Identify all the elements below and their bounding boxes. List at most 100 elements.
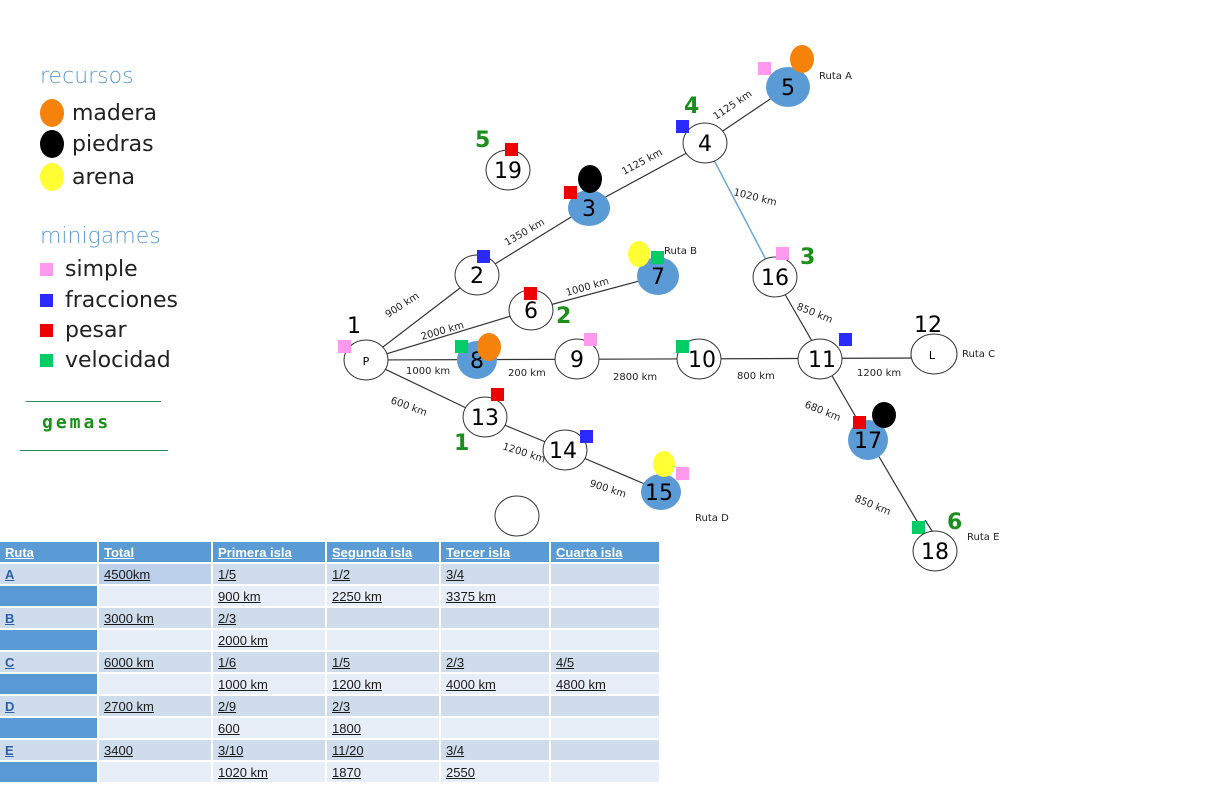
- header-ruta: Ruta: [0, 542, 99, 563]
- node-19[interactable]: 19: [485, 149, 531, 191]
- simple-icon: [776, 247, 789, 260]
- arena-dot-icon: [40, 163, 64, 191]
- table-cell: 1870: [326, 760, 441, 782]
- node-label: 5: [781, 76, 795, 101]
- velocidad-square-icon: [40, 353, 53, 367]
- legend-label: simple: [65, 256, 138, 282]
- pesar-icon: [564, 186, 577, 199]
- route-label-b: Ruta B: [664, 246, 697, 257]
- header-primera-isla: Primera isla: [212, 542, 327, 563]
- nodes: P 1 2 3 4 5 6 7 8: [343, 67, 958, 537]
- table-row: 900 km 2250 km 3375 km: [0, 584, 661, 607]
- gem-number: 3: [800, 245, 815, 270]
- edge-label: 850 km: [853, 494, 892, 518]
- node-label: 7: [651, 265, 665, 290]
- table-cell: [440, 628, 551, 651]
- table-cell: [98, 716, 213, 739]
- legend-label: velocidad: [65, 347, 171, 373]
- node-label: 16: [761, 266, 789, 291]
- table-row: 600 1800: [0, 716, 661, 739]
- node-13[interactable]: 13: [462, 396, 508, 438]
- node-7[interactable]: 7: [637, 257, 679, 295]
- table-cell: [0, 584, 99, 607]
- node-9[interactable]: 9: [554, 338, 600, 380]
- node-3[interactable]: 3: [568, 190, 610, 226]
- table-cell: [550, 584, 661, 607]
- node-label: 18: [921, 540, 949, 565]
- node-16[interactable]: 16: [752, 256, 798, 298]
- edge-label: 1200 km: [857, 368, 901, 379]
- table-cell: 1/5: [326, 650, 441, 673]
- node-18[interactable]: 18: [900, 520, 980, 580]
- fracciones-square-icon: [40, 293, 53, 307]
- edge-label: 1125 km: [620, 147, 664, 177]
- table-cell: [550, 760, 661, 782]
- arena-icon: [628, 241, 650, 267]
- legend-item-pesar: pesar: [40, 315, 127, 345]
- gem-numbers: 1 2 3 4 5 6: [454, 94, 962, 535]
- edge-p-l: [365, 357, 935, 361]
- pesar-square-icon: [40, 323, 53, 337]
- piedras-icon: [578, 165, 602, 193]
- simple-icon: [338, 340, 351, 353]
- edge-4-16: [704, 142, 776, 278]
- edge-label: 2800 km: [613, 372, 657, 383]
- node-11[interactable]: 11: [797, 338, 843, 380]
- route-labels: Ruta A Ruta B Ruta C Ruta D Ruta E: [664, 71, 999, 540]
- node-2[interactable]: 2: [454, 254, 500, 296]
- node-15[interactable]: 15: [641, 474, 681, 510]
- table-row: D 2700 km 2/9 2/3: [0, 694, 661, 717]
- fracciones-icon: [580, 430, 593, 443]
- gem-number: 5: [475, 128, 490, 153]
- simple-icon: [676, 467, 689, 480]
- legend-item-arena: arena: [40, 162, 135, 192]
- edge-label: 1200 km: [501, 441, 546, 465]
- node-14[interactable]: 14: [542, 429, 588, 471]
- node-10[interactable]: 10: [676, 338, 722, 380]
- node-label: 11: [808, 348, 836, 373]
- edge-label: 900 km: [588, 478, 627, 500]
- table-cell: [440, 716, 551, 739]
- simple-icon: [758, 62, 771, 75]
- gem-number: 2: [556, 304, 571, 329]
- legend-item-velocidad: velocidad: [40, 345, 171, 375]
- node-blank[interactable]: [494, 495, 540, 537]
- table-cell: 2/9: [212, 694, 327, 717]
- madera-dot-icon: [40, 99, 64, 127]
- table-cell: [550, 628, 661, 651]
- table-cell: [550, 694, 661, 717]
- legend-label: piedras: [72, 131, 154, 157]
- velocidad-icon: [455, 340, 468, 353]
- node-17[interactable]: 17: [848, 420, 888, 460]
- table-cell: 3400: [98, 738, 213, 761]
- table-cell: [0, 672, 99, 695]
- node-4[interactable]: 4: [682, 122, 728, 164]
- table-cell: 2/3: [440, 650, 551, 673]
- node-5[interactable]: 5: [766, 67, 810, 107]
- table-cell: 4500km: [98, 562, 213, 585]
- edge-label: 680 km: [803, 400, 842, 424]
- piedras-dot-icon: [40, 130, 64, 158]
- legend-label: pesar: [65, 317, 127, 343]
- table-cell: [98, 672, 213, 695]
- node-6[interactable]: 6: [508, 289, 554, 331]
- node-number: 12: [914, 313, 942, 338]
- minigames-title: minigames: [40, 224, 161, 249]
- table-cell: 6000 km: [98, 650, 213, 673]
- route-label-e: Ruta E: [967, 532, 999, 540]
- gemas-bottom-rule: [20, 450, 168, 451]
- table-cell: [98, 584, 213, 607]
- legend-item-fracciones: fracciones: [40, 285, 178, 315]
- pesar-icon: [853, 416, 866, 429]
- table-cell: 1000 km: [212, 672, 327, 695]
- node-l[interactable]: L: [910, 333, 958, 375]
- gemas-top-rule: [26, 401, 161, 402]
- table-cell: [440, 606, 551, 629]
- route-label-a: Ruta A: [819, 71, 852, 82]
- table-cell: 3000 km: [98, 606, 213, 629]
- table-cell: 2/3: [326, 694, 441, 717]
- node-label: 2: [470, 264, 484, 289]
- pesar-icon: [524, 287, 537, 300]
- node-p[interactable]: P: [343, 339, 389, 381]
- node-label: 17: [854, 429, 882, 454]
